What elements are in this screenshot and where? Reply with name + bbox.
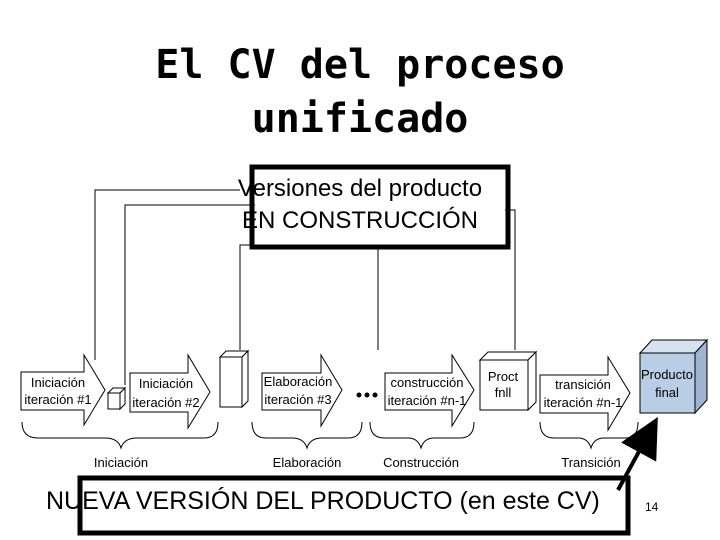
versions-text-line-2: EN CONSTRUCCIÓN [241,207,478,234]
phase-label-iniciacion: Iniciación [93,455,149,470]
connector-line-1 [94,189,240,360]
ellipsis-dot [364,392,370,398]
iteration-arrow-1 [20,353,106,427]
phase-brace-construccion [369,421,475,450]
iteration-3-number: iteración #3 [264,392,332,407]
phase-brace-transicion [539,421,639,450]
new-version-highlight-box [77,475,631,536]
product-cube-large [478,350,538,412]
iteration-arrow-4 [384,353,475,428]
iteration-transition-number: iteración #n-1 [543,395,623,410]
title-line-1: El CV del proceso [155,42,565,88]
product-cube-label-1: Proct [487,369,519,384]
ellipsis-dot [372,392,378,398]
iteration-arrow-2 [129,353,211,430]
product-cube-small [106,386,127,411]
connector-line-3 [239,244,265,350]
iteration-n1-number: iteración #n-1 [387,393,467,408]
pointer-arrow [616,416,658,491]
iteration-2-name: Iniciación [138,376,194,391]
iteration-1-name: Iniciación [30,375,86,390]
phase-brace-elaboracion [251,421,363,450]
phase-label-transicion: Transición [561,455,621,470]
connector-line-2 [124,204,255,385]
title-line-2: unificado [251,96,469,142]
ellipsis-dot [356,392,362,398]
new-version-text: NUEVA VERSIÓN DEL PRODUCTO (en este CV) [46,487,600,515]
phase-label-elaboracion: Elaboración [272,455,342,470]
final-product-cube [638,338,709,415]
final-product-label-2: final [655,385,679,400]
iteration-1-number: iteración #1 [24,392,92,407]
product-cube-medium [218,349,250,409]
phase-label-construccion: Construcción [383,455,459,470]
versions-text-line-1: Versiones del producto [237,175,483,202]
final-product-label-1: Producto [640,367,694,382]
page-number: 14 [645,500,659,514]
iteration-arrow-3 [261,353,343,428]
iteration-2-number: iteración #2 [132,395,200,410]
iteration-arrow-5 [539,355,631,432]
iteration-transition-name: transición [555,377,611,392]
iteration-3-name: Elaboración [263,374,333,389]
versions-highlight-box [249,164,511,250]
iteration-n1-name: construcción [390,375,464,390]
phase-brace-iniciacion [21,421,219,450]
product-cube-label-2: fnll [494,385,512,400]
